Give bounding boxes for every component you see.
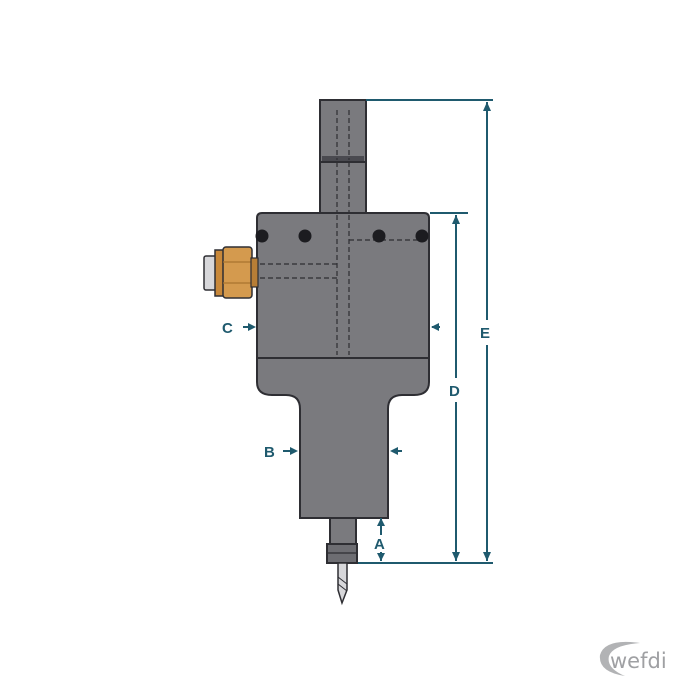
shaft-stem (319, 161, 367, 216)
fitting-thread (250, 257, 259, 288)
top-shaft (319, 99, 367, 216)
main-body (255, 212, 430, 519)
internal-passages (260, 215, 420, 355)
dimension-label-c: C (222, 320, 233, 337)
logo-swoosh-icon (599, 641, 640, 676)
bolt-head-icon (298, 229, 312, 243)
bolt-head-icon (415, 229, 429, 243)
logo-wordmark: wefdi (610, 649, 667, 673)
dimension-label-e: E (480, 325, 490, 342)
collet-assembly (326, 517, 358, 606)
dimension-lines (358, 99, 493, 564)
bolt-head-icon (372, 229, 386, 243)
brand-logo: wefdi (599, 641, 667, 676)
dimension-label-a: A (374, 536, 385, 553)
push-in-fitting-icon (203, 246, 259, 299)
lower-housing (256, 357, 430, 519)
bolt-head-icon (255, 229, 269, 243)
shaft-cap (319, 99, 367, 163)
collet-nut (329, 517, 357, 547)
dimension-label-b: B (264, 444, 275, 461)
upper-housing (256, 212, 430, 359)
drill-bit-icon (337, 562, 348, 606)
shaft-collar (322, 156, 364, 163)
dimension-arrows (377, 102, 491, 561)
width-arrows (243, 323, 440, 455)
fitting-hex-nut (222, 246, 253, 299)
dimension-label-d: D (449, 383, 460, 400)
